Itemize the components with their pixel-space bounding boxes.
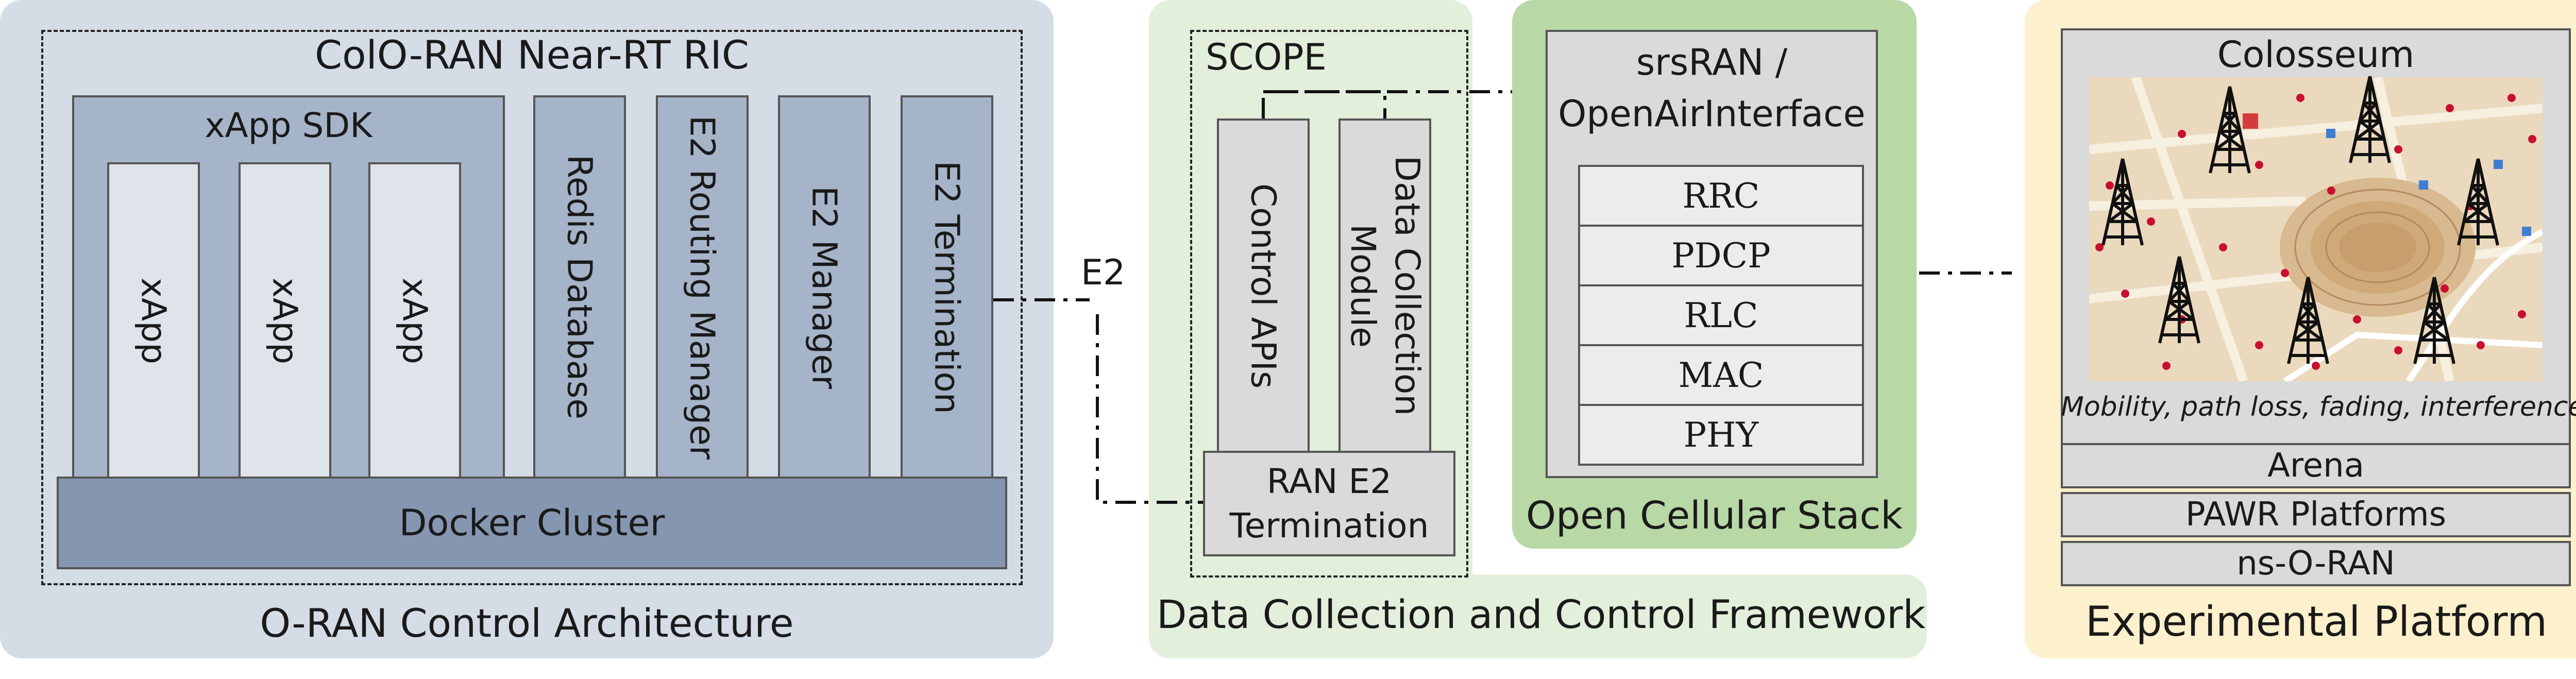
scope-panel-title: Data Collection and Control Framework [1157, 591, 1926, 637]
phy-layer-label: PHY [1683, 415, 1759, 455]
xapp-label: xApp [133, 277, 174, 364]
e2-manager-label: E2 Manager [804, 185, 844, 389]
e2-label: E2 [1081, 252, 1126, 293]
rlc-layer-label: RLC [1684, 295, 1758, 335]
cell-tower-icon [2287, 277, 2329, 364]
stack-box-title-line1: srsRAN / [1636, 41, 1788, 83]
xapp-box: xApp [239, 162, 331, 479]
ran-e2-termination-box: RAN E2 Termination [1203, 451, 1455, 556]
pdcp-layer: PDCP [1578, 225, 1864, 286]
mac-layer: MAC [1578, 344, 1864, 406]
rlc-layer: RLC [1578, 284, 1864, 346]
data-collection-module-box: Data Collection Module [1338, 118, 1431, 453]
scope-boundary [1190, 30, 1468, 578]
e2-manager-box: E2 Manager [778, 95, 871, 479]
cell-tower-icon [2158, 256, 2200, 344]
redis-database-label: Redis Database [560, 155, 600, 420]
ns-o-ran-label: ns-O-RAN [2236, 545, 2395, 583]
ric-boundary [41, 30, 1023, 585]
pawr-platforms-box: PAWR Platforms [2061, 492, 2571, 537]
phy-layer: PHY [1578, 404, 1864, 466]
stack-box-title-line2: OpenAirInterface [1558, 93, 1866, 135]
platform-panel-title: Experimental Platform [2085, 598, 2548, 646]
e2-termination-box: E2 Termination [901, 95, 993, 479]
ran-e2-termination-line2: Termination [1229, 505, 1429, 546]
redis-database-box: Redis Database [533, 95, 626, 479]
xapp-box: xApp [368, 162, 461, 479]
arena-label: Arena [2267, 447, 2364, 485]
docker-cluster-label: Docker Cluster [399, 502, 665, 544]
pawr-platforms-label: PAWR Platforms [2185, 496, 2447, 534]
colosseum-title: Colosseum [2217, 33, 2415, 76]
ric-title: ColO-RAN Near-RT RIC [315, 32, 749, 78]
mac-layer-label: MAC [1678, 355, 1764, 395]
ns-o-ran-box: ns-O-RAN [2061, 541, 2571, 586]
docker-cluster-box: Docker Cluster [57, 477, 1007, 569]
e2-termination-label: E2 Termination [927, 160, 967, 414]
cell-tower-icon [2349, 76, 2391, 163]
data-collection-module-label: Data Collection Module [1343, 156, 1427, 416]
rrc-layer: RRC [1578, 165, 1864, 227]
e2-routing-manager-box: E2 Routing Manager [656, 95, 749, 479]
xapp-sdk-title: xApp SDK [205, 106, 372, 145]
cell-tower-icon [2457, 158, 2499, 246]
xapp-label: xApp [395, 277, 435, 364]
pdcp-layer-label: PDCP [1671, 235, 1771, 276]
scope-panel-base [1149, 574, 1927, 658]
arena-box: Arena [2061, 443, 2571, 488]
oran-panel-title: O-RAN Control Architecture [260, 600, 794, 646]
xapp-box: xApp [107, 162, 200, 479]
cell-tower-icon [2209, 86, 2251, 174]
stack-panel-title: Open Cellular Stack [1526, 494, 1903, 538]
e2-routing-manager-label: E2 Routing Manager [682, 115, 722, 460]
control-apis-box: Control APIs [1217, 118, 1310, 453]
cell-tower-icon [2102, 158, 2144, 246]
scope-box-title: SCOPE [1206, 36, 1327, 78]
cell-tower-icon [2413, 277, 2455, 364]
control-apis-label: Control APIs [1243, 183, 1283, 389]
ran-e2-termination-line1: RAN E2 [1266, 461, 1392, 501]
xapp-label: xApp [265, 277, 305, 364]
rrc-layer-label: RRC [1682, 176, 1760, 216]
colosseum-caption: Mobility, path loss, fading, interferenc… [2061, 392, 2576, 422]
